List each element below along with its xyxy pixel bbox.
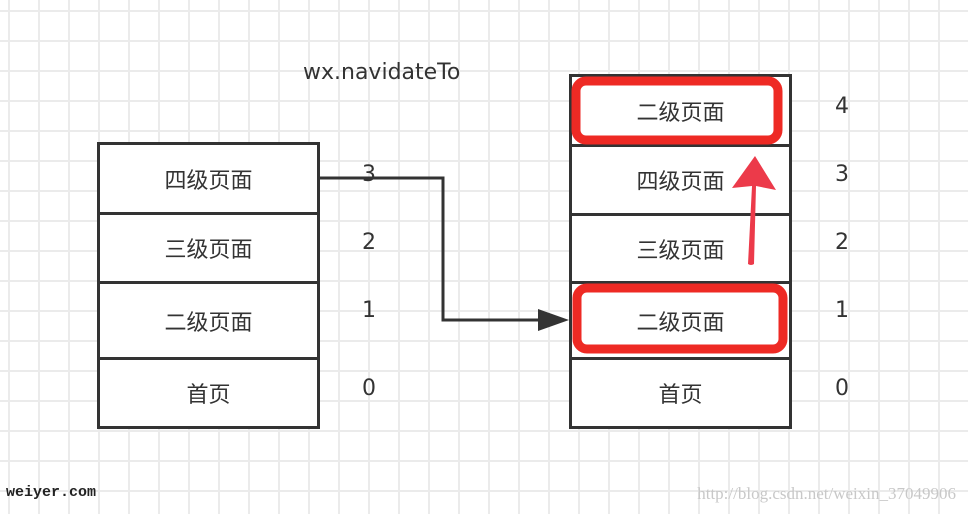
right-stack-row: 三级页面 bbox=[572, 213, 789, 282]
left-index-label: 2 bbox=[362, 230, 376, 255]
right-stack-row: 四级页面 bbox=[572, 144, 789, 213]
left-page-stack: 四级页面 三级页面 二级页面 首页 bbox=[97, 142, 320, 429]
row-label: 三级页面 bbox=[164, 238, 253, 263]
right-index-label: 2 bbox=[835, 230, 849, 255]
row-label: 二级页面 bbox=[164, 310, 253, 336]
highlight-box-bottom bbox=[572, 283, 788, 354]
highlight-box-top bbox=[571, 76, 783, 145]
row-label: 首页 bbox=[186, 383, 231, 408]
row-label: 三级页面 bbox=[636, 239, 725, 264]
right-index-label: 4 bbox=[835, 94, 849, 119]
watermark-left: weiyer.com bbox=[6, 484, 97, 501]
right-index-label: 0 bbox=[835, 376, 849, 401]
row-label: 四级页面 bbox=[636, 170, 725, 195]
diagram-title: wx.navidateTo bbox=[303, 60, 461, 85]
stack-push-arrow-icon bbox=[732, 156, 776, 265]
left-stack-row: 二级页面 bbox=[100, 281, 317, 357]
connector-arrowhead-icon bbox=[538, 309, 569, 331]
left-index-label: 0 bbox=[362, 376, 376, 401]
right-page-stack: 二级页面 四级页面 三级页面 二级页面 首页 bbox=[569, 74, 792, 429]
row-label: 二级页面 bbox=[636, 101, 725, 126]
left-index-label: 3 bbox=[362, 162, 376, 187]
right-stack-row: 二级页面 bbox=[572, 77, 789, 145]
left-stack-row: 首页 bbox=[100, 357, 317, 426]
right-stack-row: 二级页面 bbox=[572, 281, 789, 357]
left-index-label: 1 bbox=[362, 298, 376, 323]
right-index-label: 1 bbox=[835, 298, 849, 323]
right-stack-row: 首页 bbox=[572, 357, 789, 426]
right-index-label: 3 bbox=[835, 162, 849, 187]
row-label: 首页 bbox=[658, 383, 703, 408]
navigate-connector-line bbox=[320, 176, 548, 322]
watermark-right: http://blog.csdn.net/weixin_37049906 bbox=[697, 484, 956, 503]
left-stack-row: 四级页面 bbox=[100, 145, 317, 213]
row-label: 四级页面 bbox=[164, 169, 253, 194]
left-stack-row: 三级页面 bbox=[100, 212, 317, 281]
row-label: 二级页面 bbox=[636, 310, 725, 336]
